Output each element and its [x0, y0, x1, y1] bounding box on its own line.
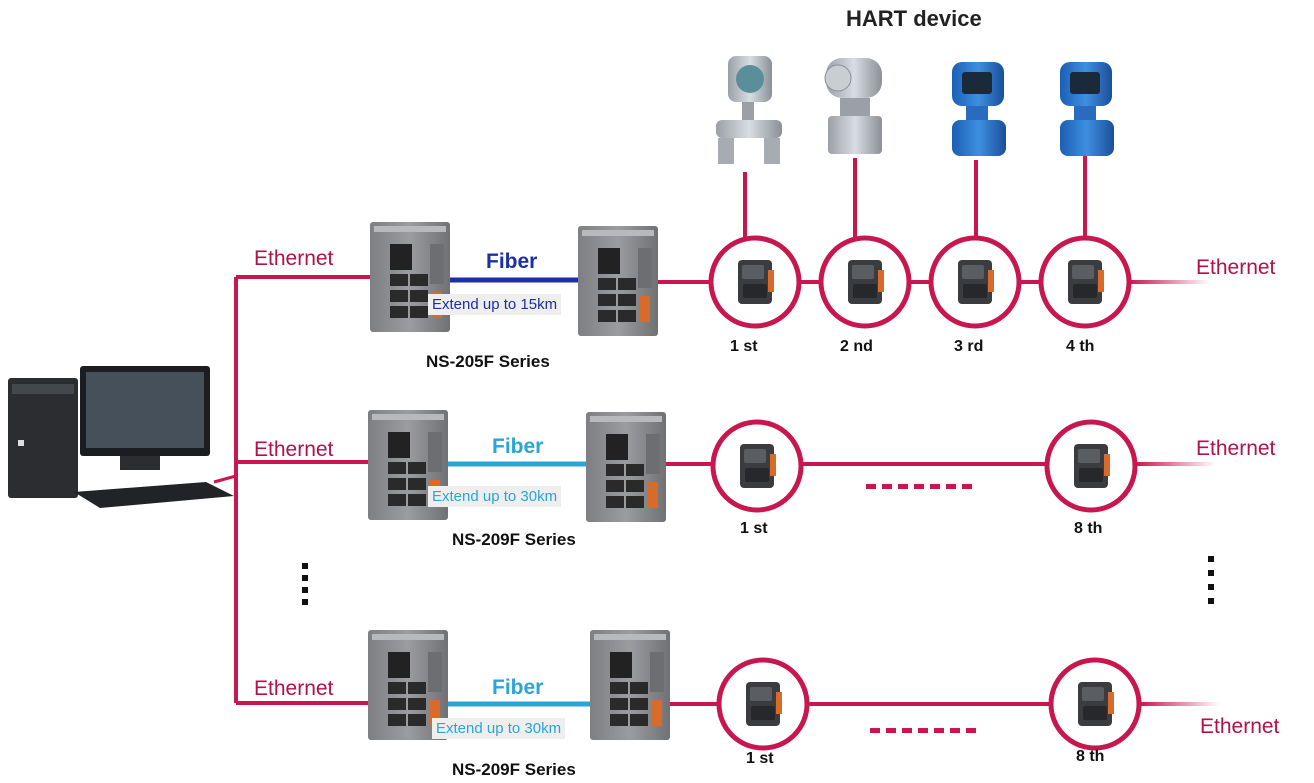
hart-converter-node: [928, 235, 1022, 329]
hart-converter-node: [716, 657, 810, 751]
ethernet-label: Ethernet: [254, 677, 334, 700]
more-rows-dots-right: [1208, 556, 1214, 604]
hart-converter-node: [1038, 235, 1132, 329]
extend-distance-label: Extend up to 15km: [428, 294, 562, 315]
hart-converter-node: [708, 235, 802, 329]
ethernet-switch-icon: [586, 412, 666, 522]
node-order-label: 8 th: [1074, 520, 1103, 537]
desktop-computer-icon: [8, 366, 234, 508]
ethernet-switch-icon: [578, 226, 658, 336]
ethernet-label: Ethernet: [254, 438, 334, 461]
ethernet-switch-icon: [590, 630, 670, 740]
node-order-label: 1 st: [730, 338, 758, 355]
node-order-label: 1 st: [740, 520, 768, 537]
extend-distance-label: Extend up to 30km: [432, 718, 566, 739]
ethernet-label: Ethernet: [1196, 437, 1276, 460]
ethernet-label: Ethernet: [254, 247, 334, 270]
switch-series-label: NS-205F Series: [426, 352, 550, 371]
ellipsis-dots: [866, 484, 972, 489]
node-order-label: 1 st: [746, 750, 774, 767]
ellipsis-dots: [870, 728, 976, 733]
pressure-transmitter-icon: [716, 56, 782, 164]
fiber-label: Fiber: [486, 250, 538, 273]
fiber-label: Fiber: [492, 676, 544, 699]
node-order-label: 2 nd: [840, 338, 873, 355]
more-rows-dots-left: [302, 563, 308, 605]
diagram-title: HART device: [846, 6, 982, 31]
switch-series-label: NS-209F Series: [452, 530, 576, 549]
hart-converter-node: [818, 235, 912, 329]
switch-series-label: NS-209F Series: [452, 760, 576, 779]
flow-meter-icon: [1060, 62, 1114, 156]
pressure-transmitter-icon: [824, 58, 882, 154]
ethernet-label: Ethernet: [1200, 715, 1280, 738]
flow-meter-icon: [952, 62, 1006, 156]
node-order-label: 4 th: [1066, 338, 1095, 355]
extend-distance-label: Extend up to 30km: [428, 486, 562, 507]
hart-converter-node: [1048, 657, 1142, 751]
hart-converter-node: [1044, 419, 1138, 513]
node-order-label: 3 rd: [954, 338, 984, 355]
ethernet-switch-icon: [370, 222, 450, 332]
hart-converter-node: [710, 419, 804, 513]
ethernet-label: Ethernet: [1196, 256, 1276, 279]
node-order-label: 8 th: [1076, 748, 1105, 765]
fiber-label: Fiber: [492, 435, 544, 458]
